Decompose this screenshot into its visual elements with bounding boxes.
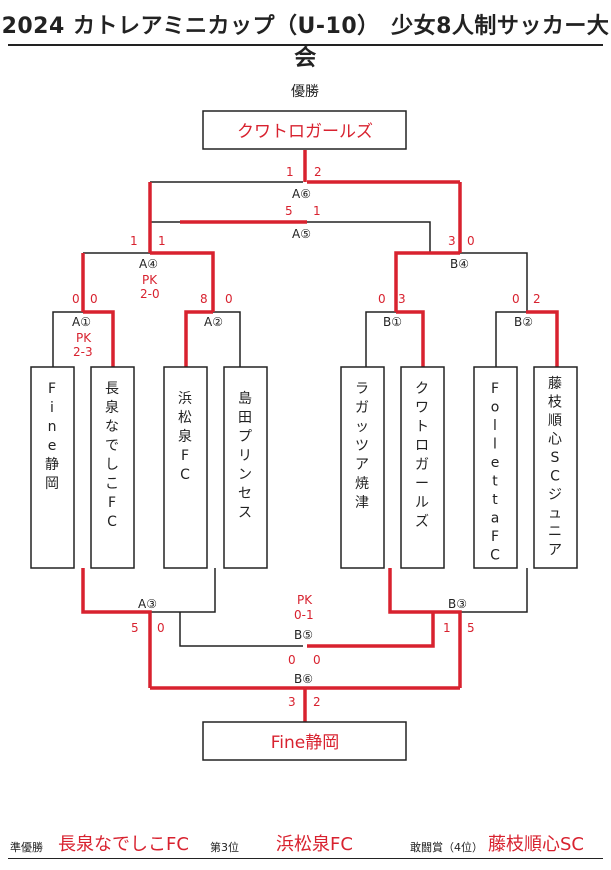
- third-place-winner: Fine静岡: [271, 733, 340, 753]
- team-name-4: 島田プリンセス: [238, 391, 252, 521]
- b5-label: B⑤: [294, 628, 313, 642]
- page-title: 2024 カトレアミニカップ（U-10） 少女8人制サッカー大会: [1, 14, 610, 71]
- a2-label: A②: [204, 315, 223, 329]
- team-box-2: [90, 366, 135, 569]
- line-a3-right-red-base: [150, 568, 216, 613]
- team-box-3: [163, 366, 208, 569]
- line-b4-right: [460, 252, 528, 312]
- b4-score-right: 0: [467, 234, 475, 248]
- third-label: 第3位: [210, 841, 239, 854]
- a6-score-right: 2: [314, 165, 322, 179]
- a4-pk-label: PK: [142, 273, 158, 287]
- team-name-5: ラガッツア焼津: [355, 381, 369, 511]
- third-place-box: [202, 721, 407, 761]
- runner-up-team: 長泉なでしこFC: [58, 834, 189, 855]
- a4-score-right: 1: [158, 234, 166, 248]
- a4-label: A④: [139, 257, 158, 271]
- win-a3: [81, 568, 152, 688]
- a5-score-right: 1: [313, 204, 321, 218]
- b3-score-left: 1: [443, 621, 451, 635]
- b1-score-right: 3: [398, 292, 406, 306]
- a6-score-left: 1: [286, 165, 294, 179]
- a5-label: A⑤: [292, 227, 311, 241]
- win-b5: [307, 612, 435, 648]
- match-annotations: 0 0 A① PK 2-3 8 0 A② 0 3 B① 0 2 B② 1 1 A…: [72, 165, 541, 709]
- b3-score-right: 5: [467, 621, 475, 635]
- b2-score-right: 2: [533, 292, 541, 306]
- b1-score-left: 0: [378, 292, 386, 306]
- champion-team: クワトロガールズ: [237, 122, 373, 142]
- win-a1: [83, 310, 115, 367]
- fighting-spirit-team: 藤枝順心SC: [488, 834, 584, 855]
- team-box-5: [340, 366, 385, 569]
- team-box-6: [400, 366, 445, 569]
- a1-score-left: 0: [72, 292, 80, 306]
- a1-pk: 2-3: [73, 345, 93, 359]
- runner-up-label: 準優勝: [10, 841, 43, 854]
- b6-label: B⑥: [294, 672, 313, 686]
- title-underline: [8, 44, 603, 46]
- line-a5-right: [307, 221, 431, 253]
- a3-score-left: 5: [131, 621, 139, 635]
- win-a2: [184, 310, 213, 367]
- team-box-4: [223, 366, 268, 569]
- a2-score-left: 8: [200, 292, 208, 306]
- team-box-1: [30, 366, 75, 569]
- a1-label: A①: [72, 315, 91, 329]
- team-name-6: クワトロガールズ: [415, 381, 429, 530]
- b6-score-left: 3: [288, 695, 296, 709]
- a3-label: A③: [138, 597, 157, 611]
- line-b1-left: [365, 311, 396, 367]
- team-box-7: [473, 366, 518, 569]
- b2-label: B②: [514, 315, 533, 329]
- a3-score-right: 0: [157, 621, 165, 635]
- third-team: 浜松泉FC: [276, 834, 353, 855]
- fighting-spirit-label: 敢闘賞（4位）: [410, 841, 483, 854]
- a4-score-left: 1: [130, 234, 138, 248]
- win-b3: [388, 568, 462, 688]
- champion-box: [202, 110, 407, 150]
- b5-pk-label: PK: [297, 593, 313, 607]
- b2-score-left: 0: [512, 292, 520, 306]
- win-b1: [396, 310, 425, 367]
- line-b3-right: [460, 568, 528, 613]
- win-b2: [526, 310, 559, 367]
- b3-label: B③: [448, 597, 467, 611]
- b6-score-right: 2: [313, 695, 321, 709]
- b5-score-left: 0: [288, 653, 296, 667]
- win-a4-b: [150, 251, 215, 312]
- b4-score-left: 3: [448, 234, 456, 248]
- a6-label: A⑥: [292, 187, 311, 201]
- a5-score-left: 5: [285, 204, 293, 218]
- b4-label: B④: [450, 257, 469, 271]
- team-boxes: [30, 366, 578, 569]
- a1-pk-label: PK: [76, 331, 92, 345]
- line-b5-right-base: [307, 612, 434, 647]
- champion-label: 優勝: [291, 84, 319, 100]
- a2-score-right: 0: [225, 292, 233, 306]
- line-b5-left: [179, 612, 303, 647]
- footer-underline: [8, 858, 603, 859]
- b5-score-right: 0: [313, 653, 321, 667]
- b5-pk: 0-1: [294, 608, 314, 622]
- line-b2-left: [495, 311, 526, 367]
- bracket-lines-red: [81, 150, 559, 722]
- line-a1-left: [52, 311, 83, 367]
- a4-pk: 2-0: [140, 287, 160, 301]
- awards-footer: 準優勝 長泉なでしこFC 第3位 浜松泉FC 敢闘賞（4位） 藤枝順心SC: [0, 830, 611, 858]
- b1-label: B①: [383, 315, 402, 329]
- a1-score-right: 0: [90, 292, 98, 306]
- win-b4-a: [394, 251, 460, 312]
- team-box-8: [533, 366, 578, 569]
